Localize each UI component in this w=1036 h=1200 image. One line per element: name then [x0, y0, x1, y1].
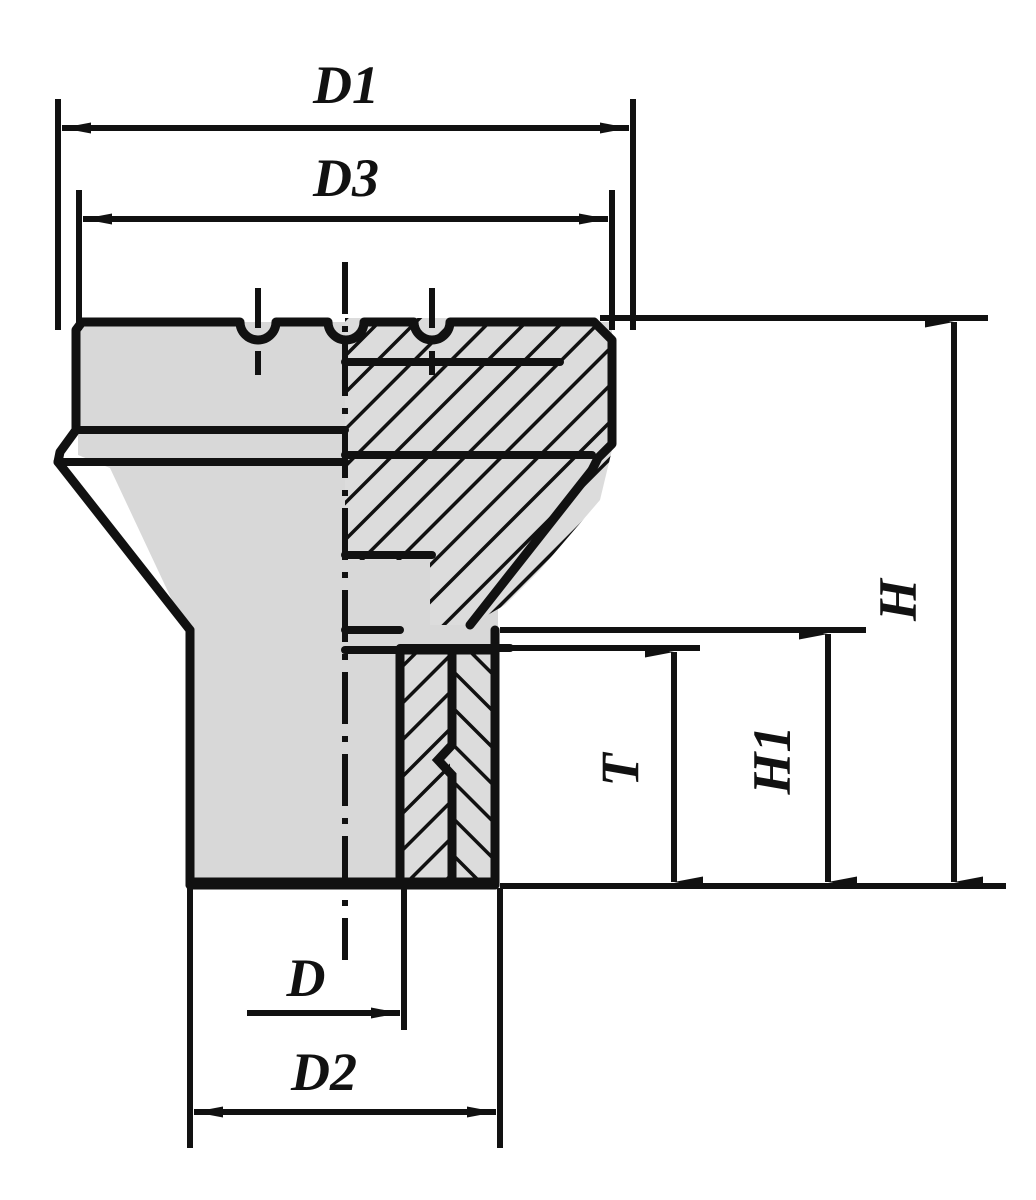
- scallop-centerlines: [255, 288, 435, 375]
- dimension-D: D: [247, 888, 407, 1030]
- dimension-label-H1: H1: [742, 725, 802, 795]
- dimension-D3: D3: [76, 148, 615, 330]
- dimension-label-H: H: [868, 577, 928, 622]
- threaded-insert-outline: [395, 645, 500, 885]
- dimension-label-D2: D2: [290, 1042, 357, 1102]
- dimension-D1: D1: [55, 55, 636, 330]
- dimension-label-D3: D3: [312, 148, 379, 208]
- dimension-label-D: D: [286, 948, 326, 1008]
- dimension-D2: D2: [187, 888, 503, 1148]
- dimension-H1: H1: [500, 627, 866, 888]
- dimension-label-T: T: [590, 752, 650, 787]
- dimension-T: T: [500, 645, 703, 888]
- dimension-H: H: [500, 315, 1006, 889]
- dimension-label-D1: D1: [312, 55, 379, 115]
